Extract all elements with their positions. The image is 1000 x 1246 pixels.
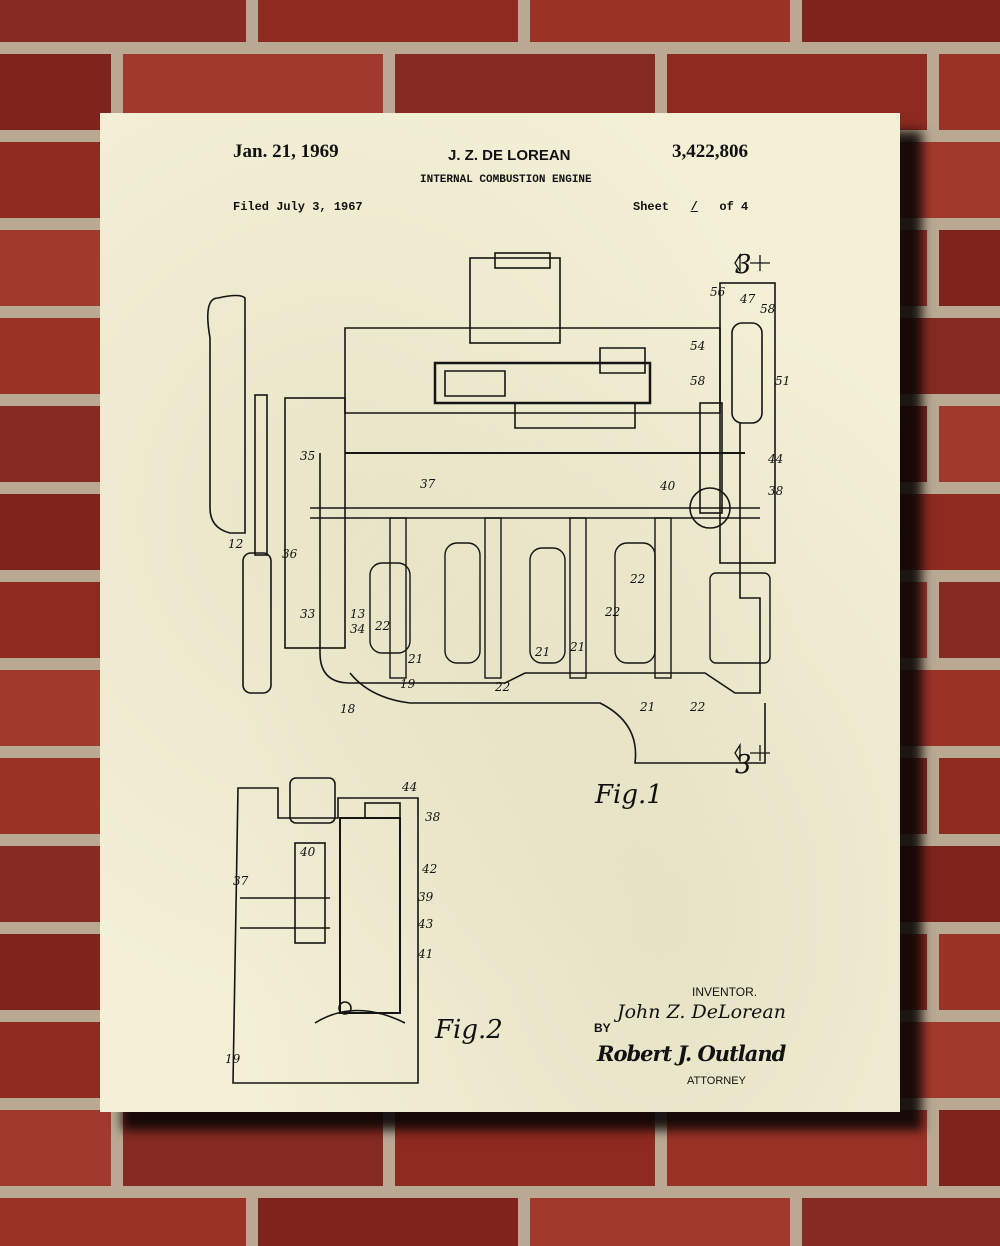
brick xyxy=(123,1110,383,1186)
patent-date: Jan. 21, 1969 xyxy=(233,141,339,162)
part-number-label: 34 xyxy=(350,622,365,636)
brick xyxy=(258,0,518,42)
brick xyxy=(802,0,1000,42)
brick xyxy=(939,582,1000,658)
patent-poster: Jan. 21, 1969 J. Z. DE LOREAN 3,422,806 … xyxy=(100,113,900,1112)
part-number-label: 43 xyxy=(417,917,434,931)
part-number-label: 58 xyxy=(760,302,776,316)
part-number-label: 37 xyxy=(233,874,249,888)
section-marker-top: 3 xyxy=(735,250,752,280)
attorney-signature: Robert J. Outland xyxy=(597,1041,786,1066)
part-number-label: 21 xyxy=(407,652,423,666)
sheet-indicator: Sheet / of 4 xyxy=(633,200,748,214)
part-number-label: 13 xyxy=(350,607,366,621)
part-number-label: 37 xyxy=(420,477,436,491)
part-number-label: 40 xyxy=(299,845,316,859)
brick xyxy=(530,0,790,42)
part-number-label: 21 xyxy=(534,645,550,659)
inventor-label: INVENTOR. xyxy=(692,985,758,999)
patent-title: INTERNAL COMBUSTION ENGINE xyxy=(420,174,592,186)
sheet-number: / xyxy=(690,200,698,214)
part-number-label: 35 xyxy=(300,449,315,463)
brick xyxy=(802,1198,1000,1246)
brick xyxy=(939,406,1000,482)
brick xyxy=(530,1198,790,1246)
patent-number: 3,422,806 xyxy=(672,141,748,162)
brick xyxy=(939,230,1000,306)
part-number-label: 21 xyxy=(569,640,585,654)
brick xyxy=(0,54,111,130)
brick xyxy=(939,758,1000,834)
part-number-label: 44 xyxy=(401,780,417,794)
figure-2-caption: Fig.2 xyxy=(434,1015,503,1045)
part-number-label: 39 xyxy=(418,890,434,904)
brick xyxy=(0,582,111,658)
brick xyxy=(939,934,1000,1010)
part-number-label: 19 xyxy=(400,677,416,691)
sheet-of: of 4 xyxy=(719,200,749,214)
part-number-label: 22 xyxy=(629,572,645,586)
part-number-label: 22 xyxy=(689,700,705,714)
part-number-label: 38 xyxy=(425,810,441,824)
inventor-header: J. Z. DE LOREAN xyxy=(448,147,571,164)
part-number-label: 33 xyxy=(300,607,316,621)
figure-1-engine xyxy=(207,252,776,764)
part-number-label: 12 xyxy=(228,537,243,551)
brick xyxy=(0,0,246,42)
brick xyxy=(0,1110,111,1186)
attorney-label: ATTORNEY xyxy=(687,1075,746,1087)
part-number-label: 42 xyxy=(421,862,437,876)
part-number-label: 19 xyxy=(225,1052,241,1066)
part-number-label: 22 xyxy=(374,619,390,633)
sheet-label: Sheet xyxy=(633,200,670,214)
part-number-label: 36 xyxy=(282,547,298,561)
figure-2-section xyxy=(232,777,419,1084)
part-number-label: 44 xyxy=(767,452,783,466)
brick xyxy=(0,934,111,1010)
part-number-label: 38 xyxy=(768,484,784,498)
part-number-label: 21 xyxy=(639,700,655,714)
section-marker-bottom: 3 xyxy=(735,750,752,780)
brick xyxy=(0,406,111,482)
by-label: BY xyxy=(594,1021,611,1035)
brick xyxy=(667,1110,927,1186)
part-number-label: 22 xyxy=(494,680,510,694)
part-number-label: 54 xyxy=(690,339,705,353)
part-number-label: 41 xyxy=(417,947,433,961)
part-number-label: 47 xyxy=(739,292,756,306)
filed-date: Filed July 3, 1967 xyxy=(233,200,363,214)
figure-2-part-labels: 44 38 40 42 39 37 43 41 19 xyxy=(225,780,441,1066)
brick xyxy=(395,1110,655,1186)
brick xyxy=(0,230,111,306)
part-number-label: 22 xyxy=(604,605,620,619)
part-number-label: 18 xyxy=(340,702,356,716)
brick xyxy=(0,758,111,834)
brick xyxy=(939,1110,1000,1186)
part-number-label: 56 xyxy=(710,285,726,299)
brick xyxy=(939,54,1000,130)
inventor-signature: John Z. DeLorean xyxy=(617,1001,786,1023)
brick xyxy=(0,1198,246,1246)
part-number-label: 40 xyxy=(659,479,676,493)
figure-1-caption: Fig.1 xyxy=(594,780,663,810)
part-number-label: 58 xyxy=(690,374,706,388)
brick xyxy=(258,1198,518,1246)
part-number-label: 51 xyxy=(775,374,790,388)
